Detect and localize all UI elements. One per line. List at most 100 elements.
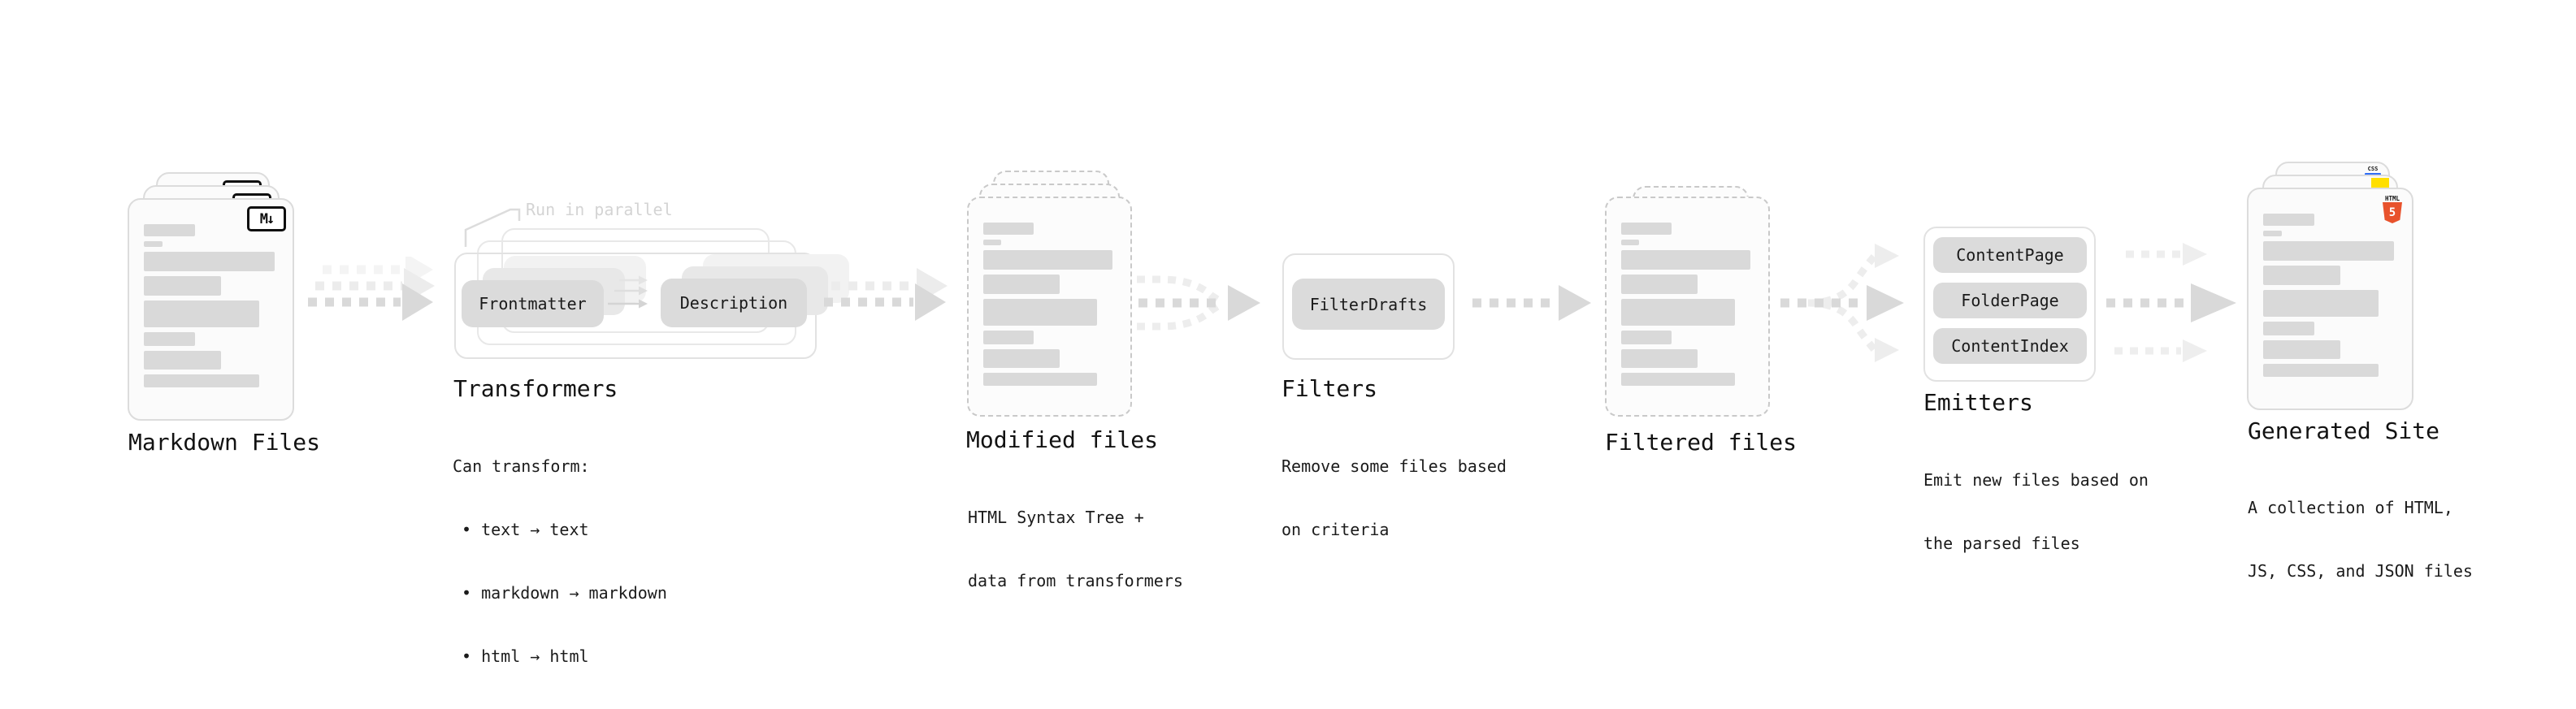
parallel-mini-arrows (608, 275, 648, 309)
folderpage-emitter-pill: FolderPage (1933, 283, 2087, 318)
merge-arrowhead (1228, 285, 1260, 321)
frontmatter-transformer-pill: Frontmatter (462, 280, 604, 327)
run-in-parallel-note: Run in parallel (526, 200, 673, 219)
placeholder-text-bar (983, 250, 1112, 270)
placeholder-text-lines (1621, 223, 1750, 386)
placeholder-text-bar (1621, 331, 1672, 344)
desc-line: on criteria (1281, 520, 1390, 539)
placeholder-text-bar (2263, 290, 2379, 317)
markdown-files-label: Markdown Files (128, 429, 321, 456)
arrow-filters-to-filtered (1472, 285, 1591, 321)
html5-logo-icon: HTML 5 (2383, 195, 2402, 223)
placeholder-text-bar (1621, 349, 1698, 368)
bullet-markdown-to-markdown: • markdown → markdown (462, 583, 667, 603)
arrow-middle (2106, 283, 2236, 322)
desc-line: Remove some files based (1281, 456, 1507, 476)
placeholder-text-bar (144, 224, 195, 236)
arrow-merge-modified-to-filters (1137, 275, 1260, 331)
generated-site-description: A collection of HTML, JS, CSS, and JSON … (2248, 455, 2473, 624)
placeholder-text-bar (144, 351, 221, 370)
description-transformer-pill: Description (661, 279, 807, 327)
filtered-file-card-front (1605, 197, 1770, 417)
placeholder-text-lines (2263, 214, 2394, 377)
transformers-label: Transformers (453, 375, 618, 402)
merge-curve-bottom (1137, 300, 1225, 331)
placeholder-text-bar (1621, 250, 1750, 270)
arrow-transformers-to-modified (824, 268, 948, 321)
filters-label: Filters (1281, 375, 1378, 402)
desc-line: JS, CSS, and JSON files (2248, 561, 2473, 581)
modified-files-label: Modified files (966, 426, 1159, 453)
placeholder-text-bar (1621, 223, 1672, 235)
fanout-curve-bottom (1807, 299, 1878, 352)
arrow-main (1472, 285, 1591, 321)
merge-curve-top (1137, 275, 1225, 306)
generated-site-label: Generated Site (2248, 417, 2440, 444)
fanout-arrowhead-bottom (1875, 338, 1899, 362)
placeholder-text-bar (1621, 240, 1640, 245)
desc-line: A collection of HTML, (2248, 498, 2453, 517)
placeholder-text-bar (2263, 241, 2394, 261)
can-transform-heading: Can transform: (453, 456, 590, 476)
filtered-files-label: Filtered files (1605, 429, 1798, 456)
contentpage-emitter-pill: ContentPage (1933, 237, 2087, 273)
filterdrafts-pill: FilterDrafts (1292, 279, 1445, 330)
placeholder-text-bar (983, 331, 1034, 344)
placeholder-text-bar (144, 252, 275, 271)
fanout-arrowhead-middle (1867, 285, 1904, 321)
modified-files-description: HTML Syntax Tree + data from transformer… (968, 465, 1183, 633)
mini-arrow-middle (614, 286, 648, 296)
arrow-main (824, 283, 946, 321)
arrow-main (308, 283, 433, 321)
placeholder-text-lines (983, 223, 1112, 386)
emitters-label: Emitters (1923, 389, 2033, 416)
bullet-text-to-text: • text → text (462, 520, 589, 539)
emitters-box (1923, 227, 2096, 382)
placeholder-text-bar (144, 374, 259, 387)
arrow-bottom (2114, 339, 2207, 362)
placeholder-text-bar (983, 299, 1097, 326)
arrow-markdown-to-transformers (308, 257, 435, 321)
placeholder-text-bar (1621, 275, 1698, 294)
placeholder-text-bar (1621, 373, 1735, 386)
placeholder-text-bar (983, 223, 1034, 235)
emitters-description: Emit new files based on the parsed files (1923, 427, 2149, 596)
markdown-file-card-front: M↓ (128, 198, 294, 421)
css-icon-text: CSS (2367, 166, 2379, 172)
desc-line: Emit new files based on (1923, 470, 2149, 490)
placeholder-text-bar (983, 275, 1060, 294)
placeholder-text-bar (983, 349, 1060, 368)
html5-shield: 5 (2383, 202, 2402, 223)
contentindex-emitter-pill: ContentIndex (1933, 328, 2087, 364)
markdown-icon: M↓ (247, 206, 286, 231)
placeholder-text-bar (2263, 340, 2340, 359)
placeholder-text-bar (983, 373, 1097, 386)
fanout-curve-top (1807, 253, 1878, 307)
filters-description: Remove some files based on criteria (1281, 413, 1507, 582)
placeholder-text-bar (144, 276, 221, 296)
placeholder-text-bar (2263, 214, 2314, 226)
transformers-description: Can transform: • text → text • markdown … (453, 413, 667, 709)
arrow-triple-emitters-to-generated (2106, 243, 2236, 362)
bullet-html-to-html: • html → html (462, 646, 589, 666)
placeholder-text-bar (144, 332, 195, 346)
desc-line: the parsed files (1923, 534, 2080, 553)
arrow-fanout-filtered-to-emitters (1780, 244, 1904, 362)
placeholder-text-bar (2263, 364, 2379, 377)
placeholder-text-bar (983, 240, 1002, 245)
placeholder-text-bar (1621, 299, 1735, 326)
placeholder-text-lines (144, 224, 275, 387)
arrow-top (2126, 243, 2207, 266)
generated-site-card-front: HTML 5 (2247, 188, 2413, 410)
html5-icon-text: HTML (2384, 195, 2400, 202)
placeholder-text-bar (2263, 266, 2340, 285)
placeholder-text-bar (144, 241, 163, 247)
placeholder-text-bar (2263, 322, 2314, 335)
note-connector-line (464, 208, 521, 247)
mini-arrow-bottom (608, 299, 648, 309)
desc-line: HTML Syntax Tree + (968, 508, 1144, 527)
modified-file-card-front (967, 197, 1132, 417)
fanout-arrowhead-top (1875, 244, 1899, 268)
desc-line: data from transformers (968, 571, 1183, 590)
mini-arrow-top (619, 275, 648, 285)
